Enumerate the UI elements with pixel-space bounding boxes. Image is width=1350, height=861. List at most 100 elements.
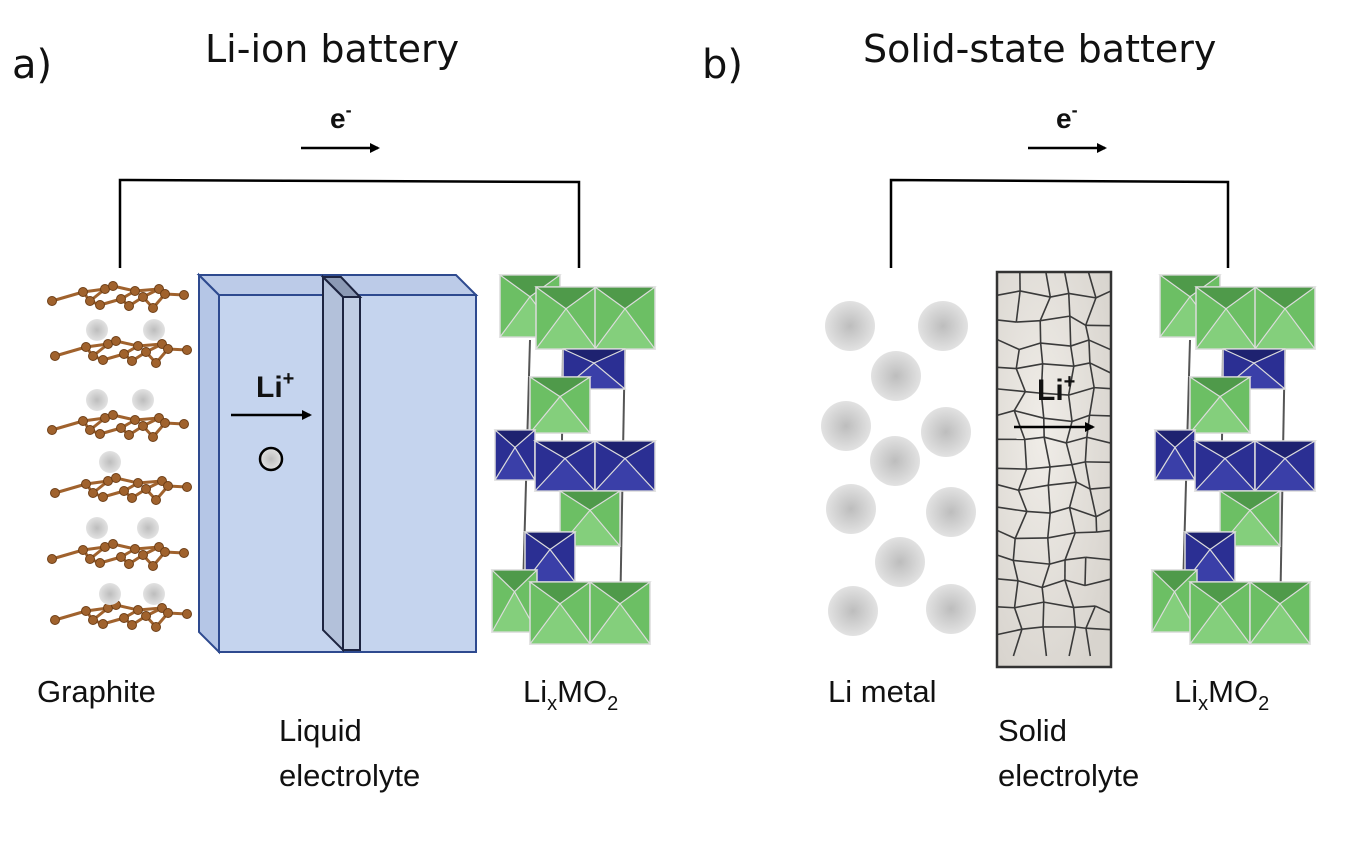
- grain-boundary: [1013, 559, 1050, 565]
- grain-boundary: [1084, 325, 1090, 341]
- carbon-atom: [130, 286, 140, 296]
- carbon-atom: [160, 289, 170, 299]
- grain-boundary: [1017, 489, 1028, 512]
- carbon-atom: [111, 336, 121, 346]
- carbon-atom: [95, 429, 105, 439]
- graphene-layer: [50, 473, 192, 505]
- grain-boundary: [1026, 510, 1051, 514]
- grain-boundary: [1076, 481, 1091, 490]
- grain-boundary: [1088, 340, 1091, 363]
- grain-boundary: [1018, 484, 1049, 492]
- grain-boundary: [1067, 395, 1073, 422]
- grain-boundary: [1019, 290, 1051, 298]
- li-octahedron: [1253, 286, 1317, 350]
- carbon-atom: [88, 615, 98, 625]
- graphite-anode: [47, 281, 192, 632]
- li-metal-anode: [821, 301, 976, 636]
- grain-boundary: [1068, 626, 1077, 657]
- carbon-atom: [124, 301, 134, 311]
- grain-boundary: [996, 606, 1015, 609]
- carbon-atom: [119, 349, 129, 359]
- carbon-atom: [179, 419, 189, 429]
- grain-boundary: [1014, 409, 1044, 419]
- carbon-atom: [130, 415, 140, 425]
- carbon-atom: [127, 620, 137, 630]
- grain-boundary: [1013, 410, 1026, 440]
- grain-boundary: [1043, 601, 1074, 609]
- carbon-atom: [50, 488, 60, 498]
- grain-boundary: [1047, 466, 1051, 486]
- grain-boundary: [1071, 461, 1086, 466]
- grain-boundary: [1073, 362, 1091, 368]
- metal-octahedron: [1192, 440, 1258, 492]
- intercalated-li-atom: [86, 389, 108, 411]
- intercalated-li-atom: [137, 517, 159, 539]
- li-ion-label: Li+: [1037, 371, 1075, 407]
- carbon-atom: [88, 351, 98, 361]
- grain-boundary: [996, 483, 1019, 492]
- carbon-atom: [127, 493, 137, 503]
- carbon-atom: [138, 421, 148, 431]
- cathode-label: LixMO2: [523, 674, 618, 715]
- grain-boundary: [996, 388, 1026, 393]
- grain-boundary: [996, 338, 1020, 351]
- carbon-atom: [124, 430, 134, 440]
- carbon-atom: [108, 281, 118, 291]
- li-octahedron: [588, 581, 652, 645]
- carbon-atom: [141, 484, 151, 494]
- grain-boundary: [1013, 391, 1027, 411]
- grain-boundary: [1066, 436, 1088, 444]
- grain-boundary: [1042, 602, 1045, 627]
- carbon-atom: [133, 478, 143, 488]
- grain-boundary: [1012, 628, 1023, 657]
- li-metal-atom: [870, 436, 920, 486]
- grain-boundary: [1084, 578, 1112, 587]
- grain-boundary: [1067, 366, 1075, 396]
- grain-boundary: [1065, 442, 1073, 465]
- grain-boundary: [996, 319, 1017, 323]
- grain-boundary: [1069, 315, 1087, 326]
- li-metal-atom: [921, 407, 971, 457]
- li-metal-atom: [871, 351, 921, 401]
- carbon-atom: [160, 547, 170, 557]
- li-octahedron: [1188, 581, 1252, 645]
- grain-boundary: [1015, 537, 1048, 540]
- panel-b: b) Solid-state battery e- Li+ Li metal S…: [702, 27, 1318, 793]
- grain-boundary: [1067, 293, 1071, 317]
- grain-boundary: [1048, 481, 1077, 486]
- carbon-atom: [151, 622, 161, 632]
- separator: [320, 274, 363, 653]
- carbon-atom: [78, 416, 88, 426]
- metal-octahedron: [1252, 440, 1318, 492]
- carbon-atom: [148, 303, 158, 313]
- grain-boundary: [1085, 628, 1092, 657]
- graphene-layer: [47, 539, 189, 571]
- carbon-atom: [81, 606, 91, 616]
- grain-boundary: [996, 577, 1019, 582]
- carbon-atom: [81, 479, 91, 489]
- grain-boundary: [1024, 436, 1045, 441]
- li-metal-atom: [918, 301, 968, 351]
- grain-boundary: [1072, 607, 1077, 628]
- grain-boundary: [1084, 557, 1087, 586]
- li-octahedron: [534, 286, 598, 350]
- grain-boundary: [1063, 271, 1070, 294]
- grain-boundary: [1087, 271, 1097, 299]
- grain-boundary: [996, 409, 1015, 417]
- liquid-electrolyte-cell: Li+: [196, 272, 479, 655]
- carbon-atom: [108, 539, 118, 549]
- carbon-atom: [182, 609, 192, 619]
- electron-label: e-: [1056, 100, 1078, 134]
- grain-boundary: [1064, 579, 1086, 587]
- electron-flow-label: e-: [1028, 100, 1107, 153]
- carbon-atom: [95, 300, 105, 310]
- carbon-atom: [116, 552, 126, 562]
- carbon-atom: [127, 356, 137, 366]
- metal-octahedron: [532, 440, 598, 492]
- grain-boundary: [996, 506, 1027, 513]
- grain-boundary: [1089, 488, 1097, 517]
- grain-boundary: [1065, 421, 1073, 444]
- carbon-atom: [182, 482, 192, 492]
- grain-boundary: [1068, 507, 1076, 533]
- carbon-atom: [47, 554, 57, 564]
